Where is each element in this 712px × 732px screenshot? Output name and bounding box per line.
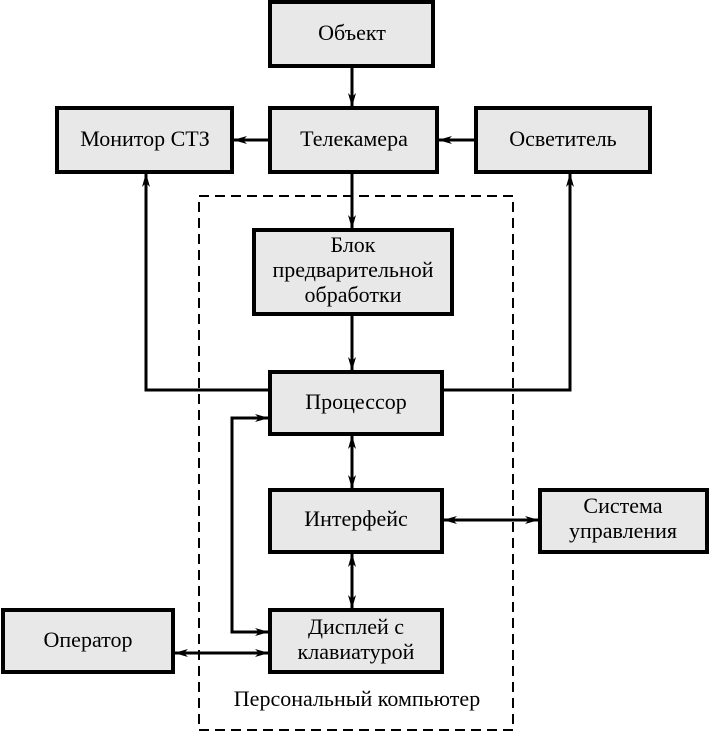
block-preprocessing-line2: предварительной (272, 257, 433, 282)
block-control-system: Система управления (538, 488, 709, 554)
block-preprocessing-line1: Блок (330, 232, 375, 257)
arrow-loop-display (230, 520, 269, 636)
block-processor-label: Процессор (305, 389, 407, 414)
block-display-line2: клавиатурой (298, 639, 415, 664)
block-interface: Интерфейс (268, 488, 444, 554)
block-camera-label: Телекамера (300, 126, 408, 151)
block-display: Дисплей с клавиатурой (268, 608, 444, 674)
block-object-label: Объект (318, 20, 386, 45)
block-monitor-label: Монитор СТЗ (80, 126, 210, 151)
arrow-loop-processor (230, 414, 269, 524)
arrow-processor-monitor (142, 173, 270, 392)
block-display-line1: Дисплей с (308, 614, 404, 639)
block-illuminator-label: Осветитель (509, 126, 616, 151)
personal-computer-boundary (198, 195, 514, 731)
block-object: Объект (268, 0, 435, 68)
block-camera: Телекамера (268, 106, 439, 174)
block-operator-label: Оператор (44, 627, 133, 652)
block-processor: Процессор (268, 370, 444, 436)
block-control-line1: Система (583, 493, 662, 518)
arrow-processor-illuminator (442, 173, 574, 392)
block-monitor: Монитор СТЗ (55, 106, 234, 174)
block-interface-label: Интерфейс (304, 506, 408, 531)
block-preprocessing: Блок предварительной обработки (252, 228, 454, 316)
block-control-line2: управления (569, 518, 677, 543)
block-illuminator: Осветитель (474, 106, 652, 174)
block-preprocessing-line3: обработки (305, 282, 402, 307)
block-operator: Оператор (1, 608, 175, 674)
personal-computer-label: Персональный компьютер (234, 686, 480, 711)
